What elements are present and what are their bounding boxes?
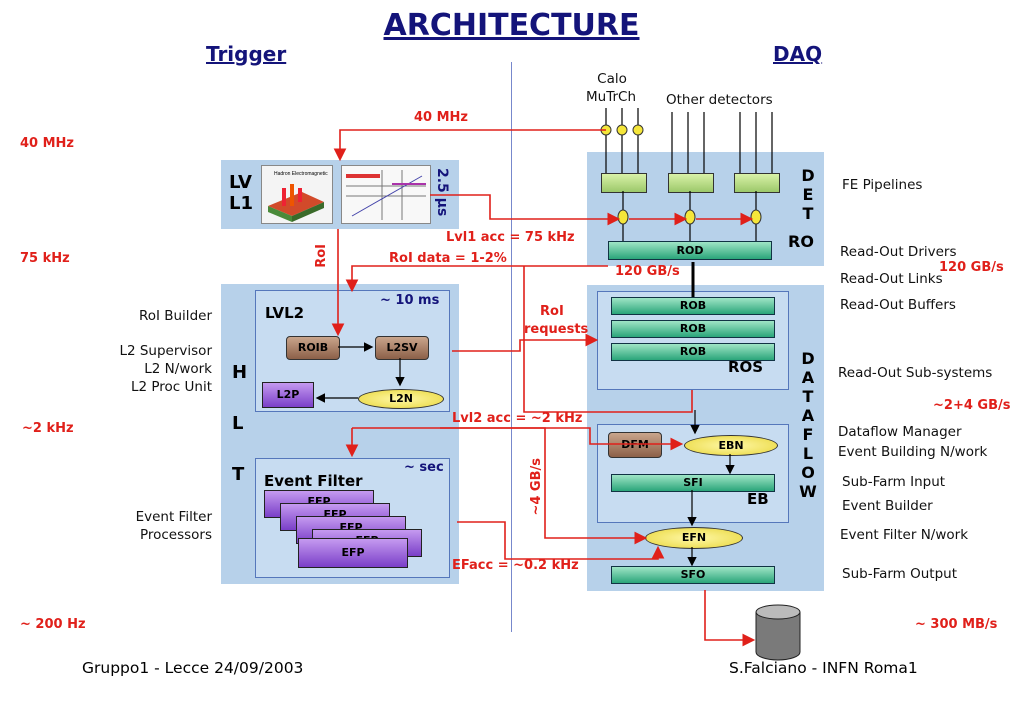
- footer-left: Gruppo1 - Lecce 24/09/2003: [82, 659, 304, 677]
- l2n-ellipse: L2N: [358, 389, 444, 409]
- label-l2-nwork: L2 N/work: [144, 361, 212, 377]
- flow-lvl1-acc: Lvl1 acc = 75 kHz: [446, 230, 575, 245]
- flow-roi-requests-2: requests: [524, 322, 589, 337]
- trigger-heading: Trigger: [206, 42, 287, 66]
- label-event-builder: Event Builder: [842, 498, 933, 514]
- event-filter-latency: ~ sec: [404, 460, 444, 475]
- rate-300mbs: ~ 300 MB/s: [915, 617, 998, 632]
- hlt-letter-t: T: [232, 464, 245, 485]
- label-roi-builder: RoI Builder: [138, 308, 212, 324]
- label-calo: Calo: [597, 71, 627, 87]
- label-read-out-subsystems: Read-Out Sub-systems: [838, 365, 993, 381]
- flow-lvl2-acc: Lvl2 acc = ~2 kHz: [452, 411, 583, 426]
- page-title: ARCHITECTURE: [383, 8, 640, 43]
- sfo-bar: SFO: [611, 566, 775, 584]
- dfm-box: DFM: [608, 432, 662, 458]
- fe-pipeline: [601, 173, 647, 193]
- flow-4gbs: ~4 GB/s: [529, 458, 544, 516]
- roib-box: ROIB: [286, 336, 340, 360]
- label-read-out-drivers: Read-Out Drivers: [840, 244, 957, 260]
- label-event-filter: Event Filter: [135, 509, 212, 525]
- flow-ef-acc: EFacc = ~0.2 kHz: [452, 558, 579, 573]
- rate-40mhz: 40 MHz: [20, 136, 74, 151]
- rate-75khz: 75 kHz: [20, 251, 70, 266]
- detector-letters-ro: RO: [788, 232, 814, 251]
- calorimeter-trigger-image: Hadron Electromagnetic: [261, 165, 333, 224]
- footer-right: S.Falciano - INFN Roma1: [729, 659, 918, 677]
- ros-label: ROS: [728, 358, 764, 376]
- label-read-out-links: Read-Out Links: [840, 271, 943, 287]
- svg-text:Hadron Electromagnetic: Hadron Electromagnetic: [274, 171, 328, 177]
- hlt-letter-l: L: [232, 413, 244, 434]
- muon-trigger-image: [341, 165, 431, 224]
- rate-200hz: ~ 200 Hz: [20, 617, 86, 632]
- l2p-box: L2P: [262, 382, 314, 408]
- hlt-letter-h: H: [232, 362, 248, 383]
- daq-heading: DAQ: [773, 42, 823, 66]
- lvl2-label: LVL2: [265, 304, 305, 322]
- storage-disk-icon: [755, 604, 801, 661]
- label-sub-farm-input: Sub-Farm Input: [842, 474, 946, 490]
- rob-bar: ROB: [611, 343, 775, 361]
- flow-roi: RoI: [314, 244, 329, 268]
- rob-bar: ROB: [611, 297, 775, 315]
- rate-2-4gbs: ~2+4 GB/s: [933, 398, 1011, 413]
- event-filter-label: Event Filter: [264, 472, 363, 490]
- fe-pipeline: [734, 173, 780, 193]
- label-fe-pipelines: FE Pipelines: [842, 177, 923, 193]
- center-divider: [511, 62, 512, 632]
- rob-bar: ROB: [611, 320, 775, 338]
- efn-ellipse: EFN: [645, 527, 743, 549]
- rate-2khz: ~2 kHz: [22, 421, 74, 436]
- flow-40mhz: 40 MHz: [414, 110, 468, 125]
- rate-120gbs: 120 GB/s: [939, 260, 1004, 275]
- label-l2-proc-unit: L2 Proc Unit: [130, 379, 212, 395]
- fe-pipeline: [668, 173, 714, 193]
- flow-120gbs: 120 GB/s: [615, 264, 680, 279]
- flow-roi-requests-1: RoI: [540, 304, 564, 319]
- ebn-ellipse: EBN: [684, 435, 778, 456]
- lvl2-latency: ~ 10 ms: [380, 293, 440, 308]
- rod-bar: ROD: [608, 241, 772, 260]
- sfi-bar: SFI: [611, 474, 775, 492]
- label-other-detectors: Other detectors: [666, 92, 773, 108]
- label-dataflow-manager: Dataflow Manager: [838, 424, 962, 440]
- lvl1-latency: 2.5 µs: [434, 168, 450, 217]
- label-l2-supervisor: L2 Supervisor: [119, 343, 212, 359]
- label-processors: Processors: [139, 527, 212, 543]
- l2sv-box: L2SV: [375, 336, 429, 360]
- eb-label: EB: [747, 490, 769, 508]
- label-mutrch: MuTrCh: [586, 89, 636, 105]
- label-event-building-nwork: Event Building N/work: [838, 444, 988, 460]
- flow-roi-data: RoI data = 1-2%: [389, 251, 507, 266]
- efp-box: EFP: [298, 538, 408, 568]
- label-read-out-buffers: Read-Out Buffers: [840, 297, 956, 313]
- label-event-filter-nwork: Event Filter N/work: [840, 527, 969, 543]
- label-sub-farm-output: Sub-Farm Output: [842, 566, 958, 582]
